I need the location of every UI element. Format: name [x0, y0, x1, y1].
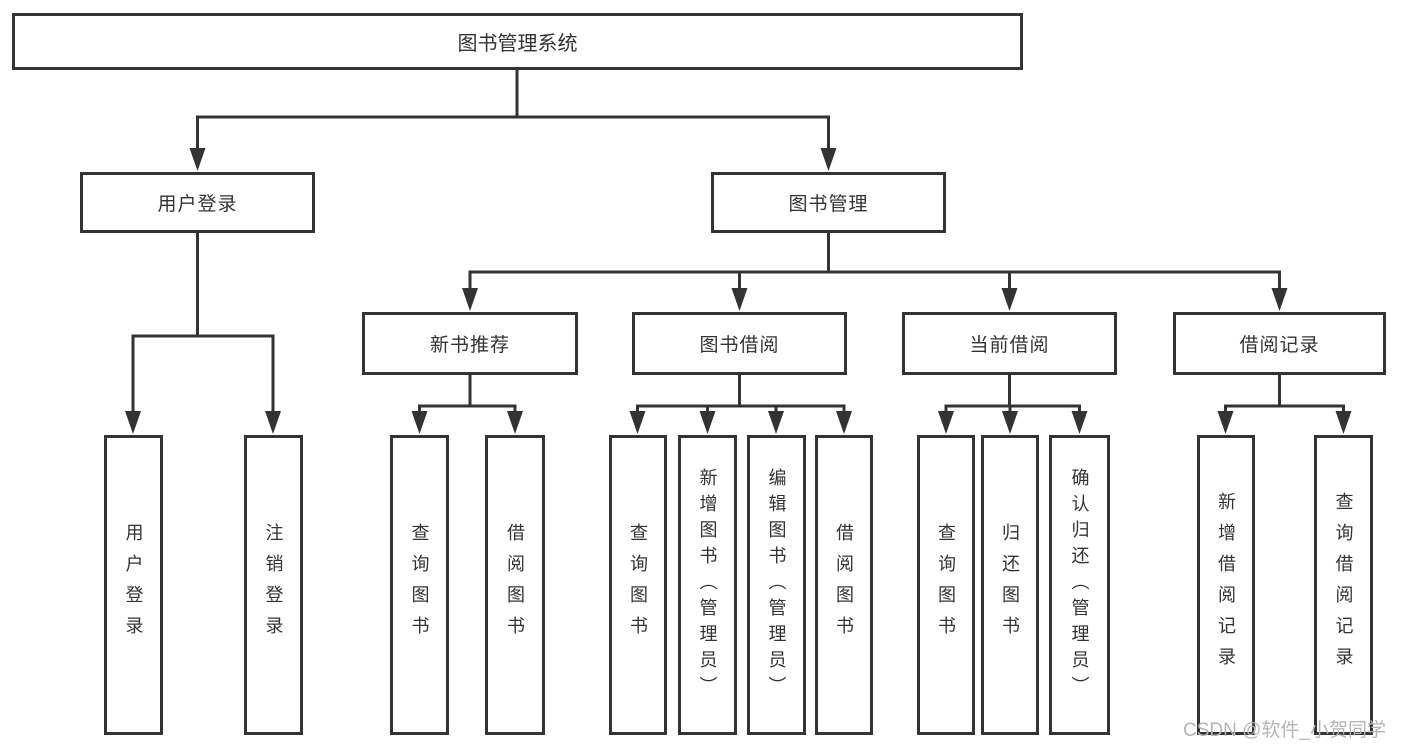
node-new-book-recommendation: 新书推荐 [362, 312, 578, 375]
node-new-book-recommendation-label: 新书推荐 [429, 335, 510, 356]
leaf-rcd-add-record: 新增借阅记录 [1197, 435, 1255, 735]
leaf-bor-borrow-books: 借阅图书 [815, 435, 873, 735]
leaf-bor-borrow-books-label: 借阅图书 [834, 523, 854, 647]
node-borrowing-records-label: 借阅记录 [1239, 335, 1320, 356]
node-root-label: 图书管理系统 [457, 33, 578, 55]
leaf-rcd-add-record-label: 新增借阅记录 [1216, 492, 1236, 678]
leaf-rec-borrow-books-label: 借阅图书 [505, 523, 525, 647]
node-book-management: 图书管理 [711, 172, 946, 233]
node-borrowing-records: 借阅记录 [1173, 312, 1386, 375]
node-current-borrowing: 当前借阅 [902, 312, 1117, 375]
node-book-borrowing: 图书借阅 [632, 312, 847, 375]
leaf-user-login: 用户登录 [104, 435, 163, 735]
leaf-cur-return-books-label: 归还图书 [1000, 523, 1020, 647]
leaf-cur-query-books: 查询图书 [917, 435, 975, 735]
node-root-library-management-system: 图书管理系统 [12, 13, 1023, 70]
node-user-login-label: 用户登录 [157, 194, 238, 215]
leaf-bor-query-books: 查询图书 [609, 435, 667, 735]
leaf-cur-query-books-label: 查询图书 [936, 523, 956, 647]
leaf-rec-query-books: 查询图书 [390, 435, 449, 735]
leaf-user-login-label: 用户登录 [123, 523, 144, 647]
node-user-login: 用户登录 [80, 172, 315, 233]
leaf-rec-borrow-books: 借阅图书 [485, 435, 545, 735]
leaf-bor-edit-books-admin-label: 编辑图书（管理员） [766, 468, 787, 702]
leaf-bor-edit-books-admin: 编辑图书（管理员） [747, 435, 806, 735]
leaf-logout-label: 注销登录 [263, 523, 284, 647]
leaf-bor-add-books-admin-label: 新增图书（管理员） [697, 468, 718, 702]
leaf-bor-add-books-admin: 新增图书（管理员） [678, 435, 737, 735]
node-book-management-label: 图书管理 [788, 194, 869, 215]
leaf-logout: 注销登录 [244, 435, 303, 735]
leaf-rcd-query-record-label: 查询借阅记录 [1333, 492, 1354, 678]
csdn-watermark: CSDN @软件_小贺同学 [1183, 720, 1386, 741]
node-book-borrowing-label: 图书借阅 [699, 335, 780, 356]
leaf-rcd-query-record: 查询借阅记录 [1314, 435, 1373, 735]
leaf-rec-query-books-label: 查询图书 [409, 523, 430, 647]
leaf-bor-query-books-label: 查询图书 [628, 523, 648, 647]
leaf-cur-confirm-return-admin-label: 确认归还（管理员） [1069, 468, 1090, 702]
node-current-borrowing-label: 当前借阅 [969, 335, 1050, 356]
leaf-cur-confirm-return-admin: 确认归还（管理员） [1049, 435, 1110, 735]
leaf-cur-return-books: 归还图书 [981, 435, 1039, 735]
